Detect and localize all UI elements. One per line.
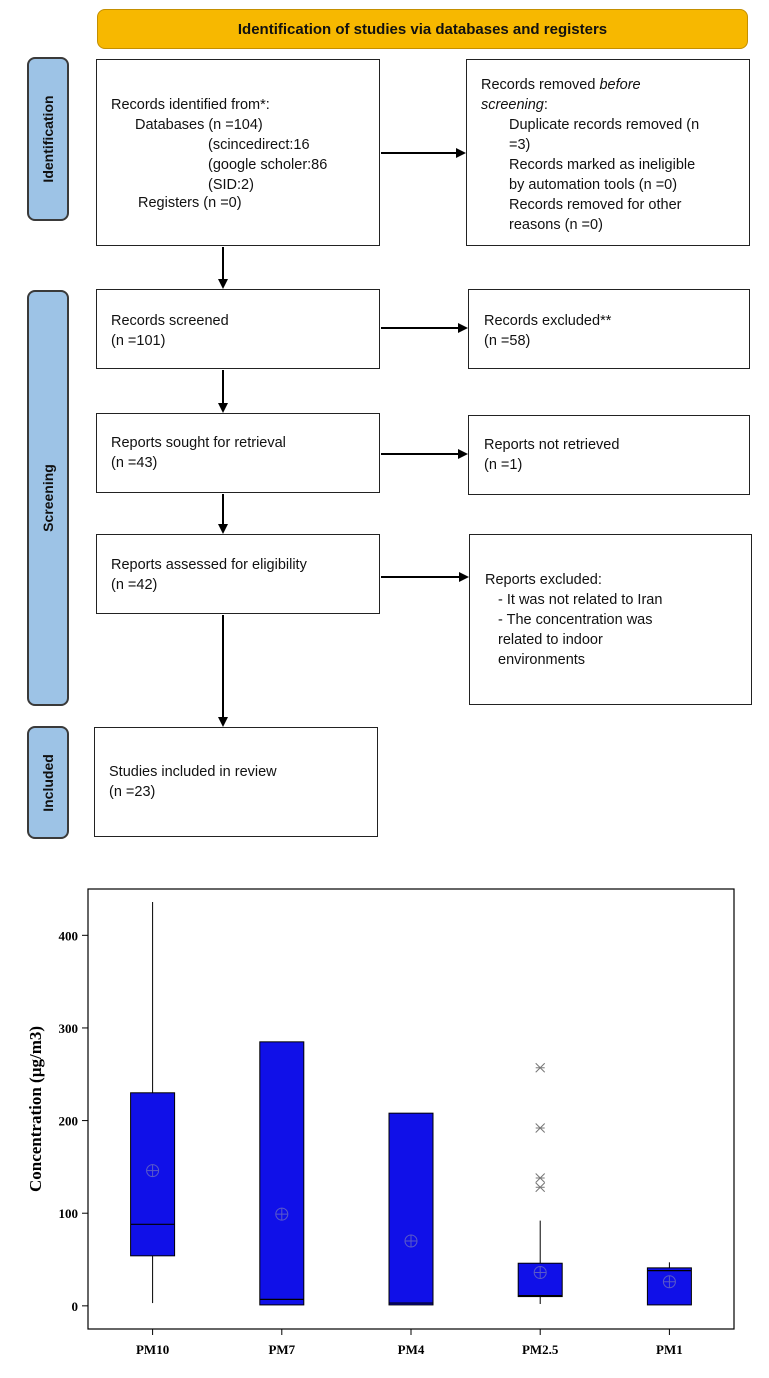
screened-line: (n =101) bbox=[111, 333, 166, 349]
removed-line: by automation tools (n =0) bbox=[509, 177, 678, 193]
reports-excluded-line: Reports excluded: bbox=[485, 572, 602, 588]
y-axis: 0 100 200 300 400 bbox=[59, 928, 88, 1314]
identified-line: (scincedirect:16 bbox=[208, 137, 310, 153]
box-pm4 bbox=[388, 1112, 434, 1306]
reports-assessed-box: Reports assessed for eligibility (n =42) bbox=[96, 534, 380, 614]
removed-line: screening: bbox=[481, 97, 548, 113]
included-line: (n =23) bbox=[109, 784, 156, 800]
phase-identification-label: Identification bbox=[40, 95, 56, 183]
identified-line: Records identified from*: bbox=[111, 97, 270, 113]
flow-header: Identification of studies via databases … bbox=[97, 9, 748, 49]
x-tick-label: PM7 bbox=[268, 1342, 295, 1357]
removed-line: =3) bbox=[509, 137, 531, 153]
x-tick-label: PM10 bbox=[136, 1342, 169, 1357]
y-tick-label: 400 bbox=[59, 928, 79, 943]
removed-line: Records removed for other bbox=[509, 197, 682, 213]
y-tick-label: 100 bbox=[59, 1206, 79, 1221]
records-identified-box: Records identified from*: Databases (n =… bbox=[96, 59, 380, 246]
sought-line: (n =43) bbox=[111, 455, 158, 471]
x-tick-label: PM4 bbox=[398, 1342, 425, 1357]
y-axis-label: Concentration (µg/m3) bbox=[26, 1026, 45, 1192]
reports-not-retrieved-box: Reports not retrieved (n =1) bbox=[468, 415, 750, 495]
y-tick-label: 0 bbox=[72, 1299, 79, 1314]
prisma-flow-diagram: Identification of studies via databases … bbox=[27, 9, 752, 839]
reports-excluded-line: - It was not related to Iran bbox=[498, 592, 663, 608]
not-retrieved-line: Reports not retrieved bbox=[484, 437, 620, 453]
studies-included-box: Studies included in review (n =23) bbox=[94, 727, 378, 837]
phase-included-label: Included bbox=[40, 753, 56, 812]
removed-line: Records removed before bbox=[481, 77, 641, 93]
removed-line: Records marked as ineligible bbox=[509, 157, 696, 173]
phase-screening: Screening bbox=[27, 290, 69, 706]
removed-line: reasons (n =0) bbox=[509, 217, 603, 233]
phase-included: Included bbox=[27, 726, 69, 839]
screened-line: Records screened bbox=[111, 313, 229, 329]
included-line: Studies included in review bbox=[109, 764, 277, 780]
records-removed-box: Records removed before screening: Duplic… bbox=[466, 59, 750, 246]
x-tick-label: PM2.5 bbox=[522, 1342, 559, 1357]
reports-excluded-line: environments bbox=[498, 652, 586, 668]
phase-identification: Identification bbox=[27, 57, 69, 221]
identified-line: Databases (n =104) bbox=[135, 117, 263, 133]
y-tick-label: 200 bbox=[59, 1114, 79, 1129]
boxes-group bbox=[130, 901, 692, 1306]
records-excluded-box: Records excluded** (n =58) bbox=[468, 289, 750, 369]
records-screened-box: Records screened (n =101) bbox=[96, 289, 380, 369]
y-tick-label: 300 bbox=[59, 1021, 79, 1036]
phase-screening-label: Screening bbox=[40, 464, 56, 532]
reports-excluded-line: related to indoor bbox=[498, 632, 603, 648]
assessed-line: (n =42) bbox=[111, 577, 158, 593]
identified-line: Registers (n =0) bbox=[138, 195, 242, 211]
removed-line: Duplicate records removed (n bbox=[509, 117, 700, 133]
x-axis: PM10 PM7 PM4 PM2.5 PM1 bbox=[136, 1329, 683, 1357]
x-tick-label: PM1 bbox=[656, 1342, 683, 1357]
excluded-line: Records excluded** bbox=[484, 313, 612, 329]
not-retrieved-line: (n =1) bbox=[484, 457, 523, 473]
identified-line: (SID:2) bbox=[208, 177, 254, 193]
reports-excluded-line: - The concentration was bbox=[498, 612, 653, 628]
identified-line: (google scholer:86 bbox=[208, 157, 328, 173]
box-pm7 bbox=[259, 1041, 305, 1306]
reports-excluded-box: Reports excluded: - It was not related t… bbox=[469, 534, 752, 705]
sought-line: Reports sought for retrieval bbox=[111, 435, 286, 451]
reports-sought-box: Reports sought for retrieval (n =43) bbox=[96, 413, 380, 493]
excluded-line: (n =58) bbox=[484, 333, 531, 349]
assessed-line: Reports assessed for eligibility bbox=[111, 557, 307, 573]
